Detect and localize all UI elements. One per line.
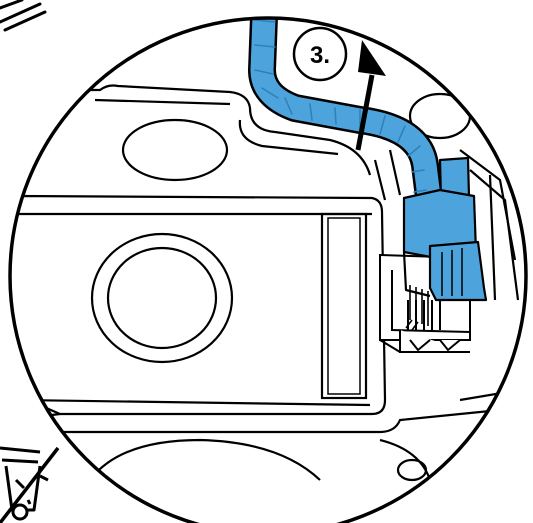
housing-recess-inner [106, 246, 218, 350]
connector-socket [379, 253, 471, 353]
device-housing-body [10, 194, 387, 422]
previous-step-diagram-edge [0, 0, 47, 32]
magnifier-circle [8, 16, 528, 523]
housing-recess-outer [90, 232, 234, 364]
blue-cable [248, 18, 444, 219]
upper-left-recess [121, 118, 229, 182]
up-arrow-icon [355, 40, 386, 151]
battery-slot [320, 212, 368, 400]
step-number-label: 3. [310, 42, 330, 69]
step-badge: 3. [292, 26, 348, 82]
crossed-out-wheelie-bin-icon [0, 446, 60, 523]
device-housing-bottom [40, 388, 521, 482]
rj-plug [402, 156, 488, 331]
